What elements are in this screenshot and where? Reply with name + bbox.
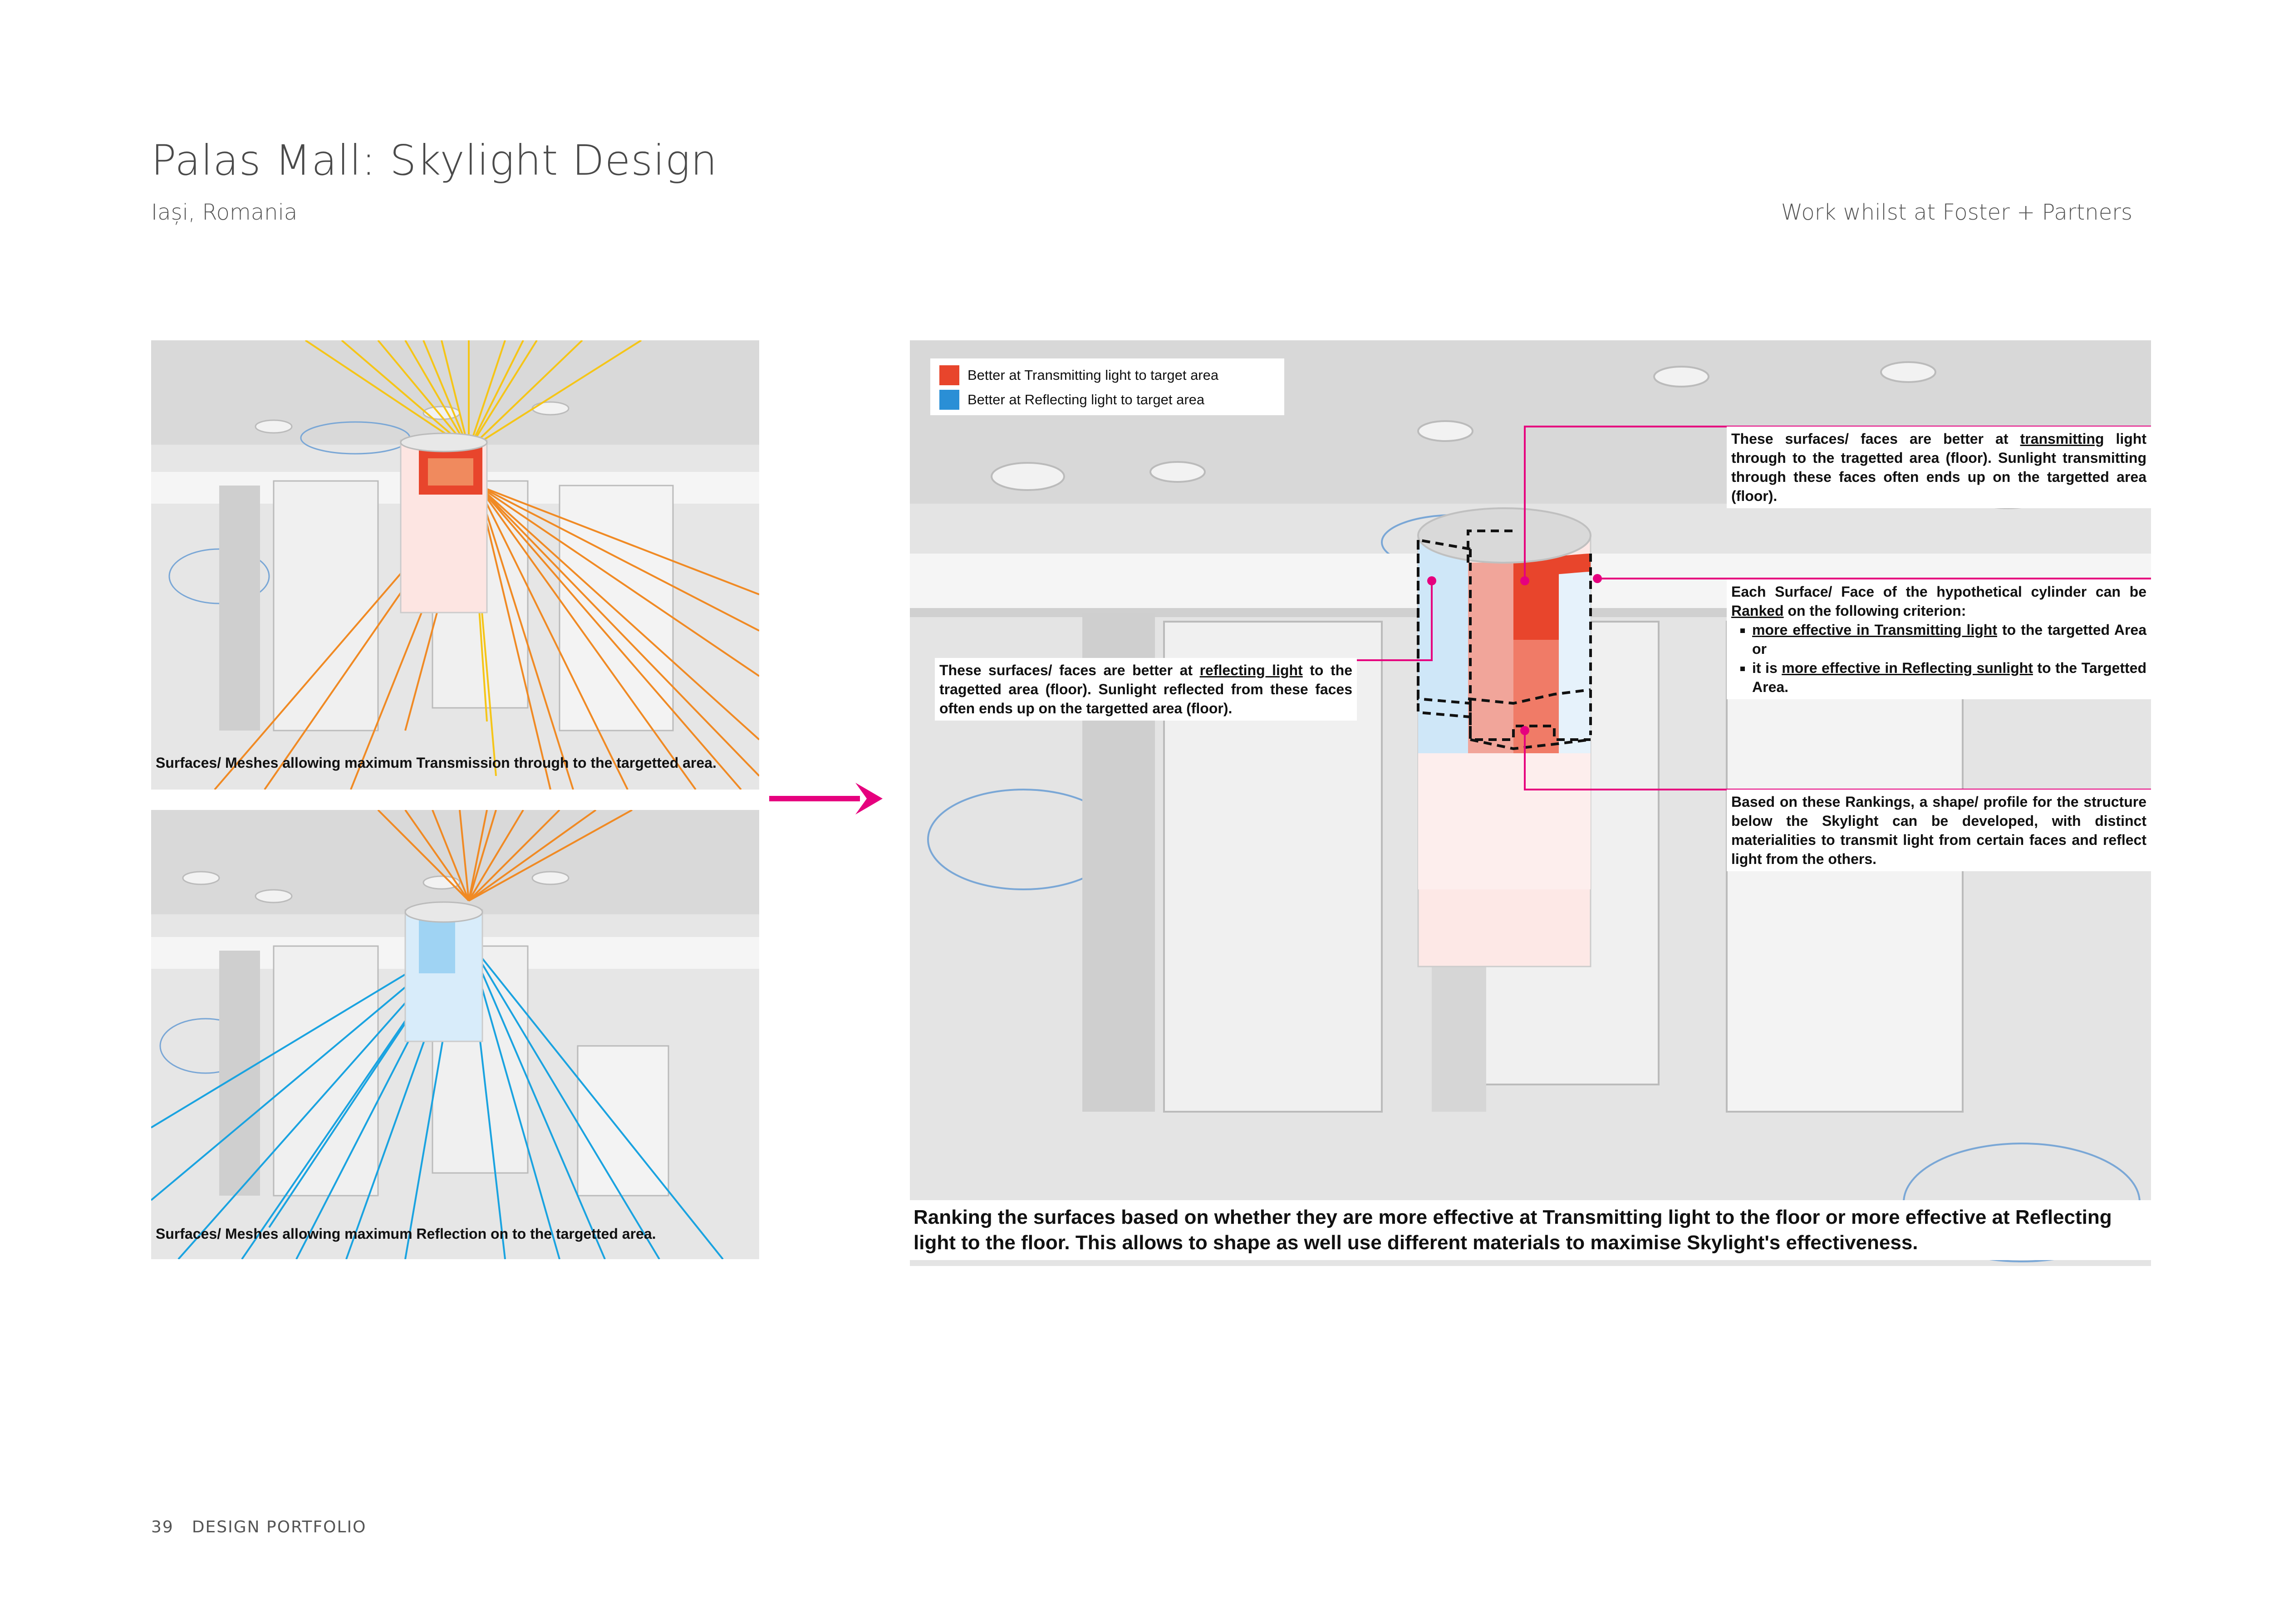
transmission-caption: Surfaces/ Meshes allowing maximum Transm…: [156, 755, 717, 771]
note-profile: Based on these Rankings, a shape/ profil…: [1727, 790, 2151, 871]
page-title: Palas Mall: Skylight Design: [151, 136, 718, 185]
legend-swatch-reflect: [939, 390, 959, 410]
ranking-render: Better at Transmitting light to target a…: [910, 340, 2151, 1266]
reflection-render: Surfaces/ Meshes allowing maximum Reflec…: [151, 810, 759, 1259]
legend-label-transmit: Better at Transmitting light to target a…: [968, 367, 1219, 383]
footer-label: DESIGN PORTFOLIO: [192, 1518, 367, 1536]
note-ranking: Each Surface/ Face of the hypothetical c…: [1727, 579, 2151, 699]
legend-label-reflect: Better at Reflecting light to target are…: [968, 392, 1205, 407]
page-footer: 39 DESIGN PORTFOLIO: [151, 1518, 367, 1536]
note-reflecting: These surfaces/ faces are better at refl…: [935, 658, 1357, 721]
note-ranking-intro: Each Surface/ Face of the hypothetical c…: [1731, 584, 2146, 619]
legend: Better at Transmitting light to target a…: [930, 358, 1284, 415]
note-ranking-bullet-transmit: more effective in Transmitting light to …: [1752, 620, 2146, 658]
reflection-scene: [151, 810, 759, 1259]
note-ranking-bullet-reflect: it is more effective in Reflecting sunli…: [1752, 658, 2146, 697]
page-subtitle: Iași, Romania: [151, 200, 298, 225]
ranking-caption: Ranking the surfaces based on whether th…: [910, 1200, 2151, 1260]
note-transmitting: These surfaces/ faces are better at tran…: [1727, 427, 2151, 508]
page-credit: Work whilst at Foster + Partners: [1781, 200, 2132, 225]
transmission-scene: [151, 340, 759, 790]
legend-swatch-transmit: [939, 365, 959, 385]
page-number: 39: [151, 1518, 174, 1536]
transmission-render: Surfaces/ Meshes allowing maximum Transm…: [151, 340, 759, 790]
arrow-right-icon: [769, 783, 883, 814]
legend-item-reflect: Better at Reflecting light to target are…: [939, 389, 1204, 410]
reflection-caption: Surfaces/ Meshes allowing maximum Reflec…: [156, 1226, 656, 1242]
legend-item-transmit: Better at Transmitting light to target a…: [939, 365, 1218, 386]
